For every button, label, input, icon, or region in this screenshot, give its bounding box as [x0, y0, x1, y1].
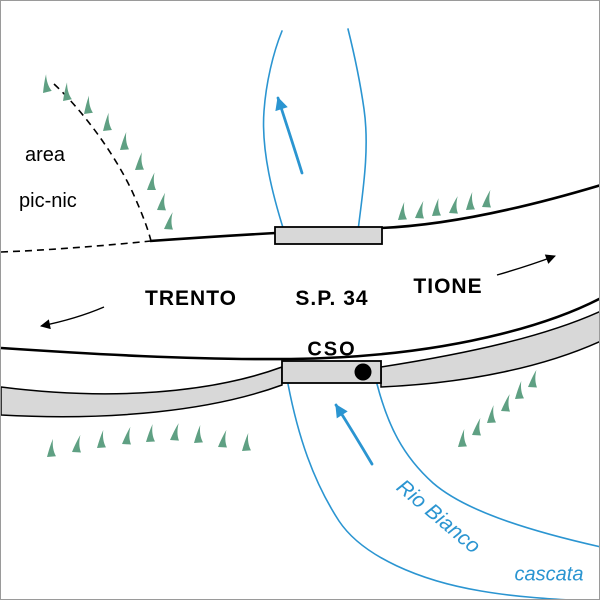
picnic-boundary-west: [1, 240, 152, 253]
river-flow-arrow-upper: [275, 96, 304, 175]
cso-site-marker: [354, 363, 372, 381]
picnic-area-label-line1: area: [25, 144, 66, 166]
vegetation-southwest: [45, 422, 251, 457]
vegetation-mark: [218, 429, 228, 448]
picnic-area-boundary: [1, 83, 152, 253]
cascata-label: cascata: [514, 563, 584, 586]
picnic-area-label-line2: pic-nic: [19, 190, 77, 212]
main-road-south-edge: [1, 297, 599, 361]
river-upper-left-bank: [262, 30, 285, 232]
destination-trento-label: TRENTO: [145, 287, 237, 310]
vegetation-mark: [147, 172, 156, 190]
vegetation-mark: [59, 82, 72, 101]
vegetation-mark: [38, 73, 52, 93]
river-lower-right-bank: [376, 383, 599, 548]
secondary-road-east-segment: [380, 311, 599, 388]
vegetation-mark: [45, 438, 56, 457]
vegetation-mark: [513, 380, 524, 399]
destination-tione-label: TIONE: [413, 275, 483, 298]
cso-label: CSO: [307, 338, 357, 361]
vegetation-mark: [464, 191, 475, 210]
vegetation-mark: [72, 434, 82, 453]
vegetation-mark: [170, 422, 181, 441]
vegetation-mark: [431, 198, 441, 216]
secondary-road: [1, 311, 599, 418]
vegetation-mark: [472, 417, 482, 436]
vegetation-mark: [396, 201, 407, 220]
vegetation-mark: [192, 424, 203, 443]
vegetation-mark: [101, 112, 112, 131]
vegetation-mark: [81, 95, 93, 114]
bridge-cso: [281, 360, 382, 384]
vegetation-southeast: [456, 369, 538, 447]
vegetation-mark: [501, 393, 512, 412]
vegetation-mark: [456, 428, 467, 447]
river-upper: [262, 28, 367, 232]
vegetation-mark: [164, 211, 175, 230]
vegetation-mark: [145, 424, 155, 442]
secondary-road-west-segment: [1, 365, 283, 418]
vegetation-mark: [134, 152, 144, 170]
vegetation-mark: [122, 426, 132, 445]
river-upper-right-bank: [347, 28, 367, 232]
trento-direction-arrow: [40, 306, 105, 330]
vegetation-mark: [118, 131, 129, 150]
river-flow-arrow-lower: [334, 403, 374, 466]
vegetation-mark: [157, 192, 167, 211]
river-lower: [287, 383, 599, 599]
main-road: [1, 184, 599, 361]
vegetation-mark: [449, 195, 460, 214]
vegetation-mark: [415, 200, 425, 219]
bridge-upper: [274, 226, 383, 245]
tione-direction-arrow: [496, 254, 556, 276]
route-number-label: S.P. 34: [295, 287, 369, 310]
vegetation-mark: [95, 429, 106, 448]
vegetation-mark: [482, 189, 492, 208]
vegetation-mark: [240, 432, 251, 451]
river-lower-left-bank: [287, 383, 566, 599]
vegetation-mark: [528, 369, 538, 388]
vegetation-mark: [486, 405, 496, 423]
picnic-boundary-curve: [53, 83, 152, 242]
